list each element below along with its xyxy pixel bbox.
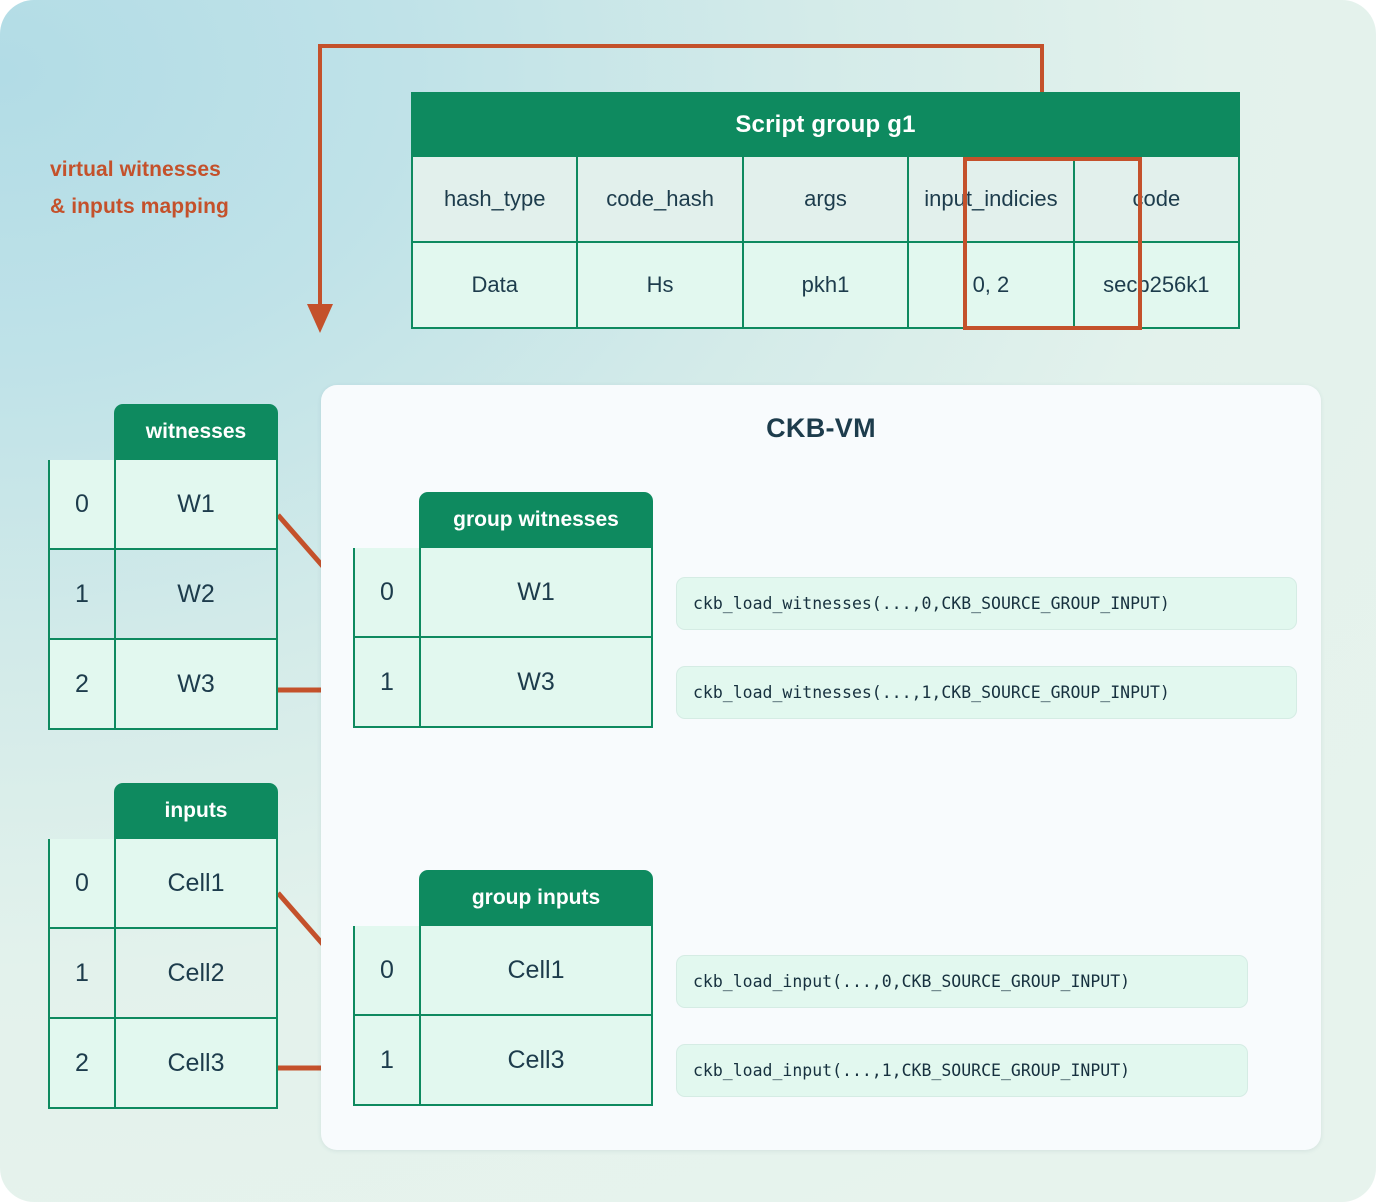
row-value: W3 — [421, 638, 651, 726]
group-inputs-table: group inputs 0 Cell1 1 Cell3 — [353, 870, 653, 1106]
value-input-indicies: 0, 2 — [909, 243, 1075, 329]
row-index: 0 — [355, 926, 421, 1014]
code-chip-load-input-1: ckb_load_input(...,1,CKB_SOURCE_GROUP_IN… — [676, 1044, 1248, 1097]
code-chip-load-witnesses-1: ckb_load_witnesses(...,1,CKB_SOURCE_GROU… — [676, 666, 1297, 719]
table-row: 1 Cell3 — [355, 1014, 651, 1104]
table-row: 0 Cell1 — [355, 926, 651, 1014]
column-header-input-indicies: input_indicies — [909, 157, 1075, 243]
row-index: 1 — [355, 638, 421, 726]
column-header-code-hash: code_hash — [578, 157, 744, 243]
value-code: secp256k1 — [1074, 243, 1241, 329]
table-row: 0 W1 — [50, 460, 276, 548]
row-value: Cell1 — [116, 839, 276, 927]
row-value: W3 — [116, 640, 276, 728]
value-code-hash: Hs — [578, 243, 744, 329]
witnesses-table-title: witnesses — [114, 404, 278, 460]
row-index: 1 — [50, 550, 116, 638]
row-value: W2 — [177, 579, 215, 608]
table-row: 1 W2 — [50, 548, 276, 638]
table-row: 0 W1 — [355, 548, 651, 636]
witnesses-table-body: 0 W1 1 W2 2 W3 — [48, 460, 278, 730]
row-value: W1 — [421, 548, 651, 636]
group-witnesses-table: group witnesses 0 W1 1 W3 — [353, 492, 653, 728]
row-index: 1 — [50, 929, 116, 1017]
row-value: Cell3 — [421, 1016, 651, 1104]
row-value: Cell1 — [421, 926, 651, 1014]
caption-line-1: virtual witnesses — [50, 158, 221, 181]
script-group-header-row: hash_type code_hash args input_indicies … — [411, 157, 1241, 243]
script-group-title: Script group g1 — [411, 92, 1240, 157]
mapping-arrow-head — [307, 304, 333, 333]
table-row: 1 Cell2 — [50, 927, 276, 1017]
row-value: Cell3 — [116, 1019, 276, 1107]
inputs-table-body: 0 Cell1 1 Cell2 2 Cell3 — [48, 839, 278, 1109]
row-index: 1 — [355, 1016, 421, 1104]
column-header-hash-type: hash_type — [411, 157, 579, 243]
table-row: 2 Cell3 — [50, 1017, 276, 1107]
row-index: 0 — [50, 460, 116, 548]
row-value: Cell2 — [167, 958, 225, 987]
group-witnesses-table-title: group witnesses — [419, 492, 653, 548]
value-hash-type: Data — [411, 243, 579, 329]
mapping-caption: virtual witnesses & inputs mapping — [50, 152, 310, 226]
row-index: 0 — [50, 839, 116, 927]
column-header-code: code — [1074, 157, 1241, 243]
table-row: 1 W3 — [355, 636, 651, 726]
group-inputs-table-title: group inputs — [419, 870, 653, 926]
code-chip-load-input-0: ckb_load_input(...,0,CKB_SOURCE_GROUP_IN… — [676, 955, 1248, 1008]
group-inputs-table-body: 0 Cell1 1 Cell3 — [353, 926, 653, 1106]
row-index: 2 — [50, 1019, 116, 1107]
table-row: 2 W3 — [50, 638, 276, 728]
row-index: 2 — [50, 640, 116, 728]
caption-line-2: & inputs mapping — [50, 194, 229, 218]
script-group-table: Script group g1 hash_type code_hash args… — [411, 92, 1241, 329]
value-args: pkh1 — [743, 243, 910, 329]
inputs-table-title: inputs — [114, 783, 278, 839]
witnesses-table: witnesses 0 W1 1 W2 2 W3 — [48, 404, 278, 730]
table-row: 0 Cell1 — [50, 839, 276, 927]
row-value: W1 — [116, 460, 276, 548]
inputs-table: inputs 0 Cell1 1 Cell2 2 Cell3 — [48, 783, 278, 1109]
row-index: 0 — [355, 548, 421, 636]
script-group-value-row: Data Hs pkh1 0, 2 secp256k1 — [411, 243, 1241, 329]
code-chip-load-witnesses-0: ckb_load_witnesses(...,0,CKB_SOURCE_GROU… — [676, 577, 1297, 630]
ckb-vm-title: CKB-VM — [766, 413, 876, 443]
group-witnesses-table-body: 0 W1 1 W3 — [353, 548, 653, 728]
column-header-args: args — [743, 157, 910, 243]
